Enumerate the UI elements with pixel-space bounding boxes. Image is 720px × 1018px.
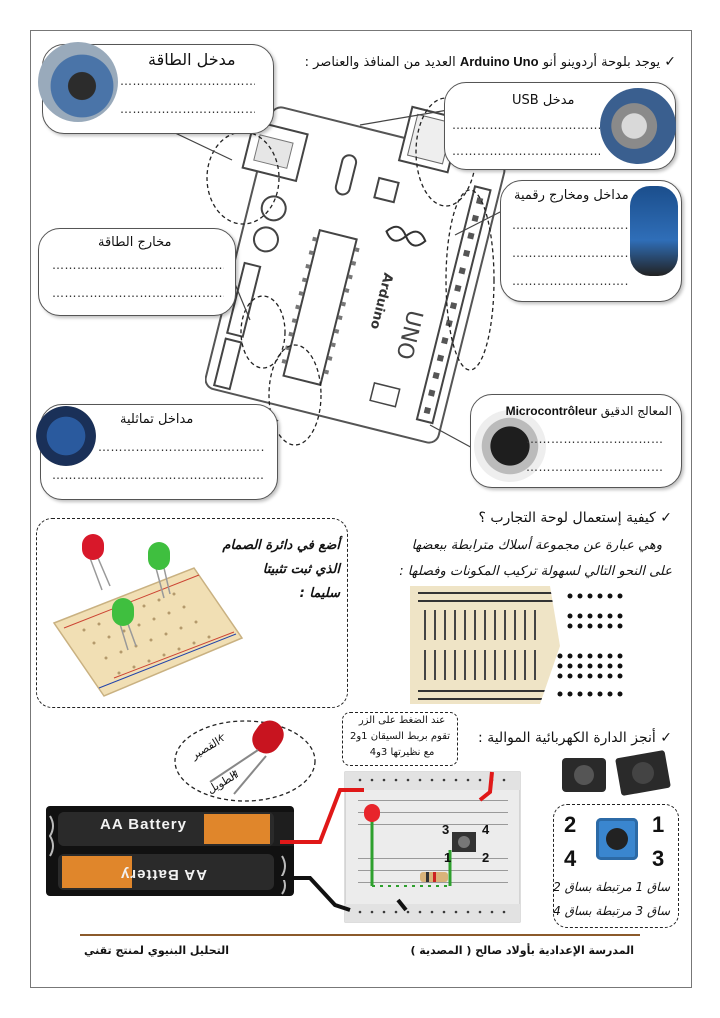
- button-pin-2: 2: [564, 812, 576, 838]
- breadboard-pin-4: 4: [482, 822, 489, 837]
- digital-header-thumbnail: [630, 186, 678, 276]
- check-icon: ✓: [660, 730, 672, 746]
- circuit-breadboard: [280, 760, 550, 930]
- callout-usb-input-line2: ……………………………………: [452, 144, 600, 158]
- footer-left-text: التحليل البنيوي لمنتج تقني: [84, 944, 229, 957]
- callout-usb-input-title: مدخل USB: [512, 93, 575, 108]
- callout-microcontroller-title-row: المعالج الدقيق Microcontrôleur: [506, 404, 672, 418]
- led-task-line2: الذي ثبت تثبيتا: [263, 562, 340, 577]
- button-leg-note2: ساق 3 مرتبطة بساق 4: [553, 904, 670, 918]
- callout-digital-io-line2: …………………………………: [512, 246, 628, 260]
- usb-port-thumbnail: [600, 88, 676, 164]
- led-breadboard-illustration: [44, 528, 244, 698]
- callout-analog-inputs-line2: ……………………………………………: [52, 468, 264, 482]
- circuit-section-title: أنجز الدارة الكهربائية الموالية :: [478, 730, 656, 746]
- callout-microcontroller-title: المعالج الدقيق: [601, 404, 672, 418]
- callout-microcontroller-title-latin: Microcontrôleur: [506, 404, 597, 418]
- footer-right-text: المدرسة الإعدادية بأولاد صالح ( المصدية …: [410, 944, 634, 957]
- callout-power-input-title: مدخل الطاقة: [148, 50, 236, 69]
- callout-power-input-line2: ……………………………………: [120, 102, 255, 116]
- button-note-line1: عند الضغط على الزر: [352, 715, 452, 726]
- tactile-button-icon: [596, 818, 638, 860]
- button-note-line3: مع نظيرتها 3و4: [352, 747, 452, 758]
- push-button-photos: [556, 750, 676, 800]
- callout-digital-io-title: مداخل ومخارج رقمية: [514, 188, 629, 203]
- breadboard-line2: على النحو التالي لسهولة تركيب المكونات و…: [399, 564, 672, 579]
- breadboard-section-title-row: ✓ كيفية إستعمال لوحة التجارب ؟: [478, 510, 672, 526]
- breadboard-pin-2: 2: [482, 850, 489, 865]
- power-jack-thumbnail: [38, 42, 118, 122]
- battery-top-label: AA Battery: [100, 816, 187, 833]
- callout-power-input-line1: ……………………………………: [120, 74, 255, 88]
- check-icon: ✓: [660, 510, 672, 526]
- breadboard-connections-diagram: [410, 586, 630, 704]
- analog-header-thumbnail: [36, 406, 96, 466]
- button-pin-3: 3: [652, 846, 664, 872]
- callout-power-outputs-line1: ……………………………………………: [52, 258, 224, 272]
- callout-usb-input-line1: ……………………………………: [452, 118, 600, 132]
- button-note-line2: تقوم بربط السيقان 1و2: [346, 731, 454, 742]
- footer-rule: [80, 934, 640, 936]
- breadboard-line1: وهي عبارة عن مجموعة أسلاك مترابطة ببعضها: [412, 538, 662, 553]
- callout-digital-io-line3: …………………………………: [512, 274, 628, 288]
- breadboard-pin-3: 3: [442, 822, 449, 837]
- led-task-line3: سليما :: [300, 586, 340, 601]
- callout-power-outputs-line2: ……………………………………………: [52, 286, 224, 300]
- callout-analog-inputs-title: مداخل تماثلية: [120, 412, 193, 427]
- battery-bottom-label: AA Battery: [120, 866, 207, 883]
- callout-microcontroller-line2: …………………………………: [526, 460, 664, 474]
- circuit-section-title-row: ✓ أنجز الدارة الكهربائية الموالية :: [478, 730, 672, 746]
- breadboard-pin-1: 1: [444, 850, 451, 865]
- button-pin-4: 4: [564, 846, 576, 872]
- button-leg-note1: ساق 1 مرتبطة بساق 2: [553, 880, 670, 894]
- breadboard-section-title: كيفية إستعمال لوحة التجارب ؟: [478, 510, 655, 526]
- callout-microcontroller-line1: …………………………………: [526, 432, 664, 446]
- callout-digital-io-line1: …………………………………: [512, 218, 628, 232]
- callout-analog-inputs-line1: ……………………………………………: [98, 440, 264, 454]
- callout-power-outputs-title: مخارج الطاقة: [98, 235, 172, 250]
- button-pin-1: 1: [652, 812, 664, 838]
